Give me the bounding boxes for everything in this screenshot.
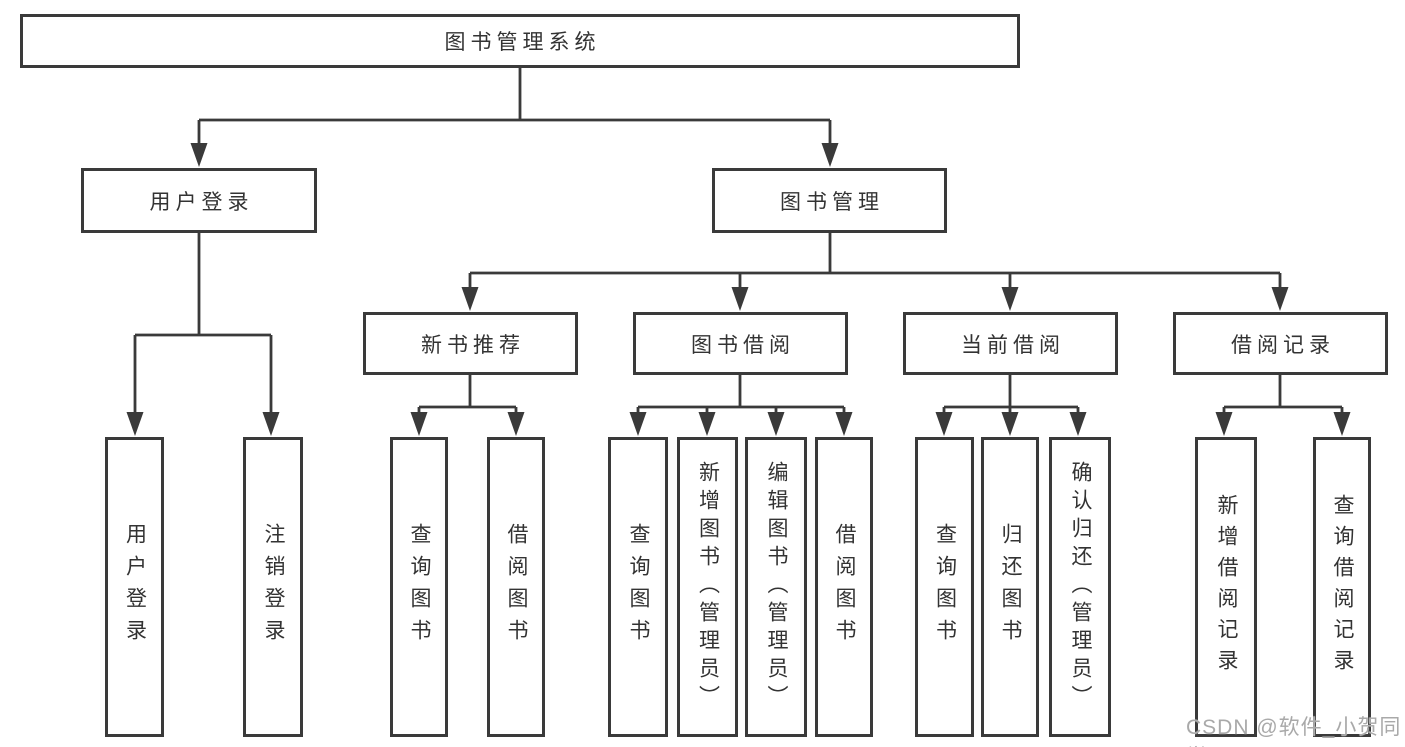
node-book-borrowing: 图书借阅: [633, 312, 848, 375]
csdn-watermark: CSDN @软件_小贺同学: [1186, 716, 1402, 747]
leaf-return-books: 归还图书: [981, 437, 1039, 737]
leaf-borrow-books-recommend: 借阅图书: [487, 437, 545, 737]
leaf-borrow-books-borrowing: 借阅图书: [815, 437, 873, 737]
node-current-borrowing: 当前借阅: [903, 312, 1118, 375]
leaf-query-borrow-record: 查询借阅记录: [1313, 437, 1371, 737]
node-user-login: 用户登录: [81, 168, 317, 233]
node-new-book-recommend: 新书推荐: [363, 312, 578, 375]
leaf-confirm-return-admin: 确认归还（管理员）: [1049, 437, 1111, 737]
leaf-query-books-borrowing: 查询图书: [608, 437, 668, 737]
node-book-management: 图书管理: [712, 168, 947, 233]
leaf-query-books-current: 查询图书: [915, 437, 974, 737]
leaf-query-books-recommend: 查询图书: [390, 437, 448, 737]
node-library-system: 图书管理系统: [20, 14, 1020, 68]
leaf-user-login: 用户登录: [105, 437, 164, 737]
leaf-edit-book-admin: 编辑图书（管理员）: [745, 437, 807, 737]
leaf-add-borrow-record: 新增借阅记录: [1195, 437, 1257, 737]
leaf-logout: 注销登录: [243, 437, 303, 737]
arrowheads: [126, 143, 1351, 436]
leaf-add-book-admin: 新增图书（管理员）: [677, 437, 738, 737]
node-borrowing-records: 借阅记录: [1173, 312, 1388, 375]
